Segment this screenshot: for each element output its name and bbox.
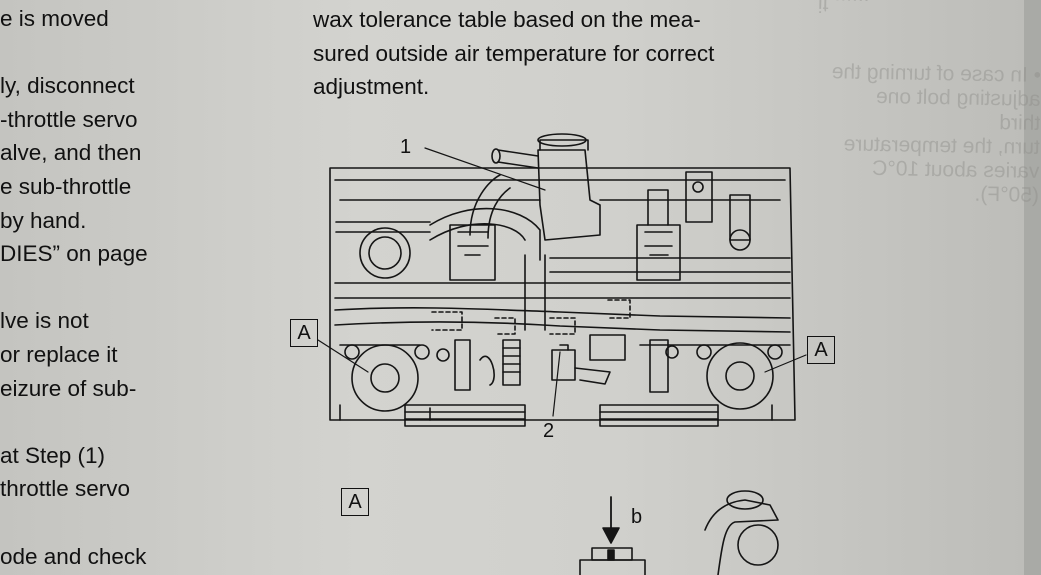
- right-line: sured outside air temperature for correc…: [313, 40, 715, 66]
- left-line: DIES” on page: [0, 241, 148, 267]
- top-valve: [537, 149, 601, 241]
- right-injector: [636, 224, 681, 281]
- left-line: alve, and then: [0, 140, 142, 166]
- callout-1: 1: [400, 136, 412, 158]
- callout-2-leader: [552, 351, 561, 417]
- left-fitting: [359, 227, 411, 279]
- left-line: lve is not: [0, 308, 89, 334]
- left-line: e is moved: [0, 6, 109, 31]
- left-line: ode and check: [0, 543, 147, 569]
- callout-1-leader: [424, 147, 546, 191]
- arrow-b-head: [602, 527, 620, 544]
- left-throttle-plate: [351, 344, 419, 412]
- left-line: at Step (1): [0, 442, 106, 468]
- label-a-right: A: [807, 336, 835, 364]
- left-line: by hand.: [0, 207, 87, 233]
- label-a-left: A: [290, 319, 318, 347]
- left-injector: [449, 224, 496, 281]
- left-line: eizure of sub-: [0, 375, 137, 401]
- left-text-column: e is moved ly, disconnect -throttle serv…: [0, 2, 300, 573]
- left-line: e sub-throttle: [0, 173, 132, 199]
- left-line: or replace it: [0, 341, 118, 367]
- label-a-lower: A: [341, 488, 369, 516]
- right-throttle-plate: [706, 342, 774, 410]
- lower-bracket: [704, 499, 779, 575]
- right-line: adjustment.: [313, 74, 430, 99]
- left-line: ly, disconnect: [0, 73, 135, 99]
- right-line: wax tolerance table based on the mea-: [313, 7, 701, 32]
- housing-outline: [329, 167, 796, 421]
- callout-2: 2: [543, 420, 555, 442]
- left-line: throttle servo: [0, 476, 131, 502]
- left-line: -throttle servo: [0, 106, 138, 132]
- right-text-column: wax tolerance table based on the mea- su…: [313, 3, 833, 104]
- callout-b: b: [631, 506, 643, 528]
